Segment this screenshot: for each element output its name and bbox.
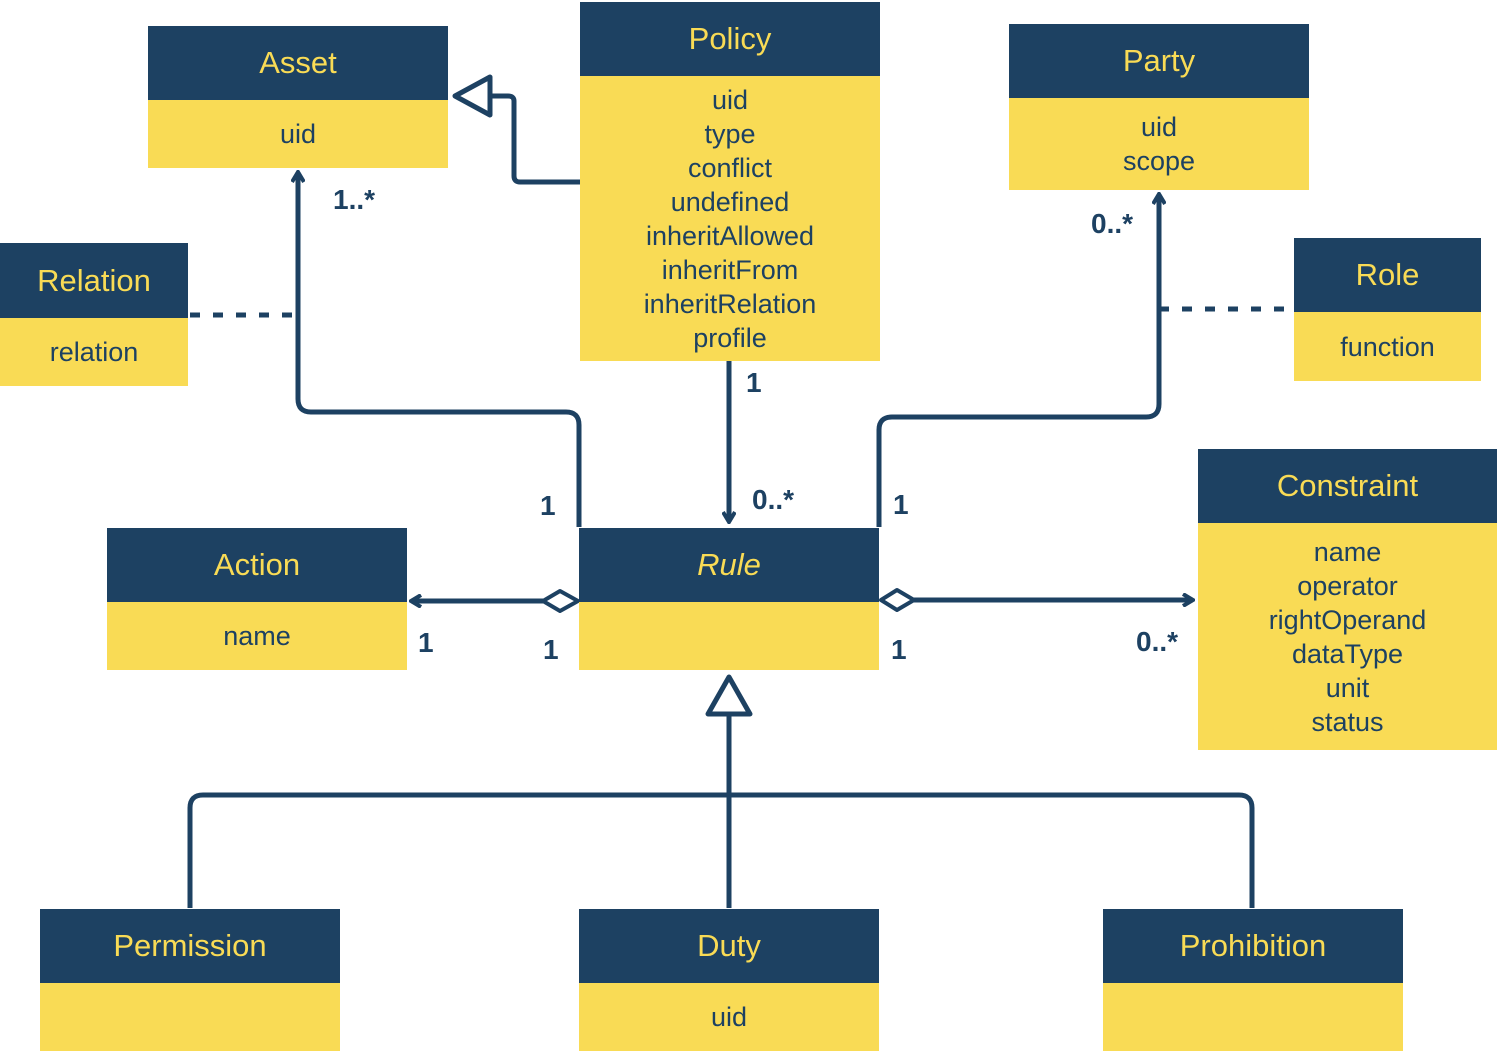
class-policy[interactable]: Policy uid type conflict undefined inher… <box>580 2 880 361</box>
rule-asset-association <box>298 172 582 527</box>
class-party-name: Party <box>1009 24 1309 98</box>
multiplicity-action-end: 1 <box>418 627 434 658</box>
class-asset-name: Asset <box>148 26 448 100</box>
class-role-attributes: function <box>1294 312 1481 381</box>
class-action[interactable]: Action name <box>107 528 407 670</box>
class-relation[interactable]: Relation relation <box>0 243 188 386</box>
class-prohibition[interactable]: Prohibition <box>1103 909 1403 1051</box>
class-permission[interactable]: Permission <box>40 909 340 1051</box>
class-duty-attributes: uid <box>579 983 879 1051</box>
rule-generalization-triangle <box>705 674 753 717</box>
attribute: uid <box>279 119 317 149</box>
attribute: rightOperand <box>1268 604 1427 635</box>
attribute: operator <box>1297 570 1398 601</box>
multiplicity-rule-asset-end: 1 <box>540 490 556 521</box>
multiplicity-rule-policy-end: 0..* <box>752 484 795 515</box>
class-relation-attributes: relation <box>0 318 188 386</box>
multiplicity-rule-constraint-end: 1 <box>891 634 907 665</box>
rule-action-diamond <box>541 589 580 613</box>
class-constraint[interactable]: Constraint name operator rightOperand da… <box>1198 449 1497 750</box>
attribute: uid <box>1140 112 1178 142</box>
attribute: conflict <box>687 152 773 183</box>
class-party[interactable]: Party uid scope <box>1009 24 1309 190</box>
class-constraint-name: Constraint <box>1198 449 1497 523</box>
multiplicity-policy-end: 1 <box>746 367 762 398</box>
attribute: profile <box>693 322 767 353</box>
attribute: inheritAllowed <box>645 220 815 251</box>
attribute: inheritFrom <box>661 254 799 285</box>
attribute: name <box>1313 536 1382 567</box>
rule-constraint-diamond <box>879 588 916 612</box>
multiplicity-rule-party-end: 1 <box>893 489 909 520</box>
policy-asset-generalization <box>490 93 580 185</box>
attribute: name <box>223 621 291 651</box>
class-constraint-attributes: name operator rightOperand dataType unit… <box>1198 523 1497 750</box>
attribute: function <box>1340 331 1435 362</box>
class-prohibition-name: Prohibition <box>1103 909 1403 983</box>
class-rule[interactable]: Rule <box>579 528 879 670</box>
class-asset[interactable]: Asset uid <box>148 26 448 168</box>
class-asset-attributes: uid <box>148 100 448 168</box>
class-action-attributes: name <box>107 602 407 670</box>
attribute: dataType <box>1291 638 1404 669</box>
rule-party-association <box>876 194 1159 527</box>
attribute: type <box>704 118 756 149</box>
class-role[interactable]: Role function <box>1294 238 1481 381</box>
attribute: relation <box>49 337 139 367</box>
class-duty-name: Duty <box>579 909 879 983</box>
class-rule-attributes <box>579 602 879 670</box>
attribute: undefined <box>670 186 790 217</box>
class-permission-attributes <box>40 983 340 1051</box>
attribute: status <box>1311 706 1384 737</box>
policy-asset-triangle <box>452 74 493 118</box>
class-permission-name: Permission <box>40 909 340 983</box>
class-relation-name: Relation <box>0 243 188 318</box>
attribute: uid <box>710 1002 748 1032</box>
class-party-attributes: uid scope <box>1009 98 1309 190</box>
class-duty[interactable]: Duty uid <box>579 909 879 1051</box>
rule-subclass-tree <box>187 792 1255 908</box>
multiplicity-asset-end: 1..* <box>333 184 376 215</box>
class-policy-name: Policy <box>580 2 880 76</box>
class-policy-attributes: uid type conflict undefined inheritAllow… <box>580 76 880 361</box>
multiplicity-party-end: 0..* <box>1091 208 1134 239</box>
multiplicity-constraint-end: 0..* <box>1136 626 1179 657</box>
attribute: unit <box>1325 672 1370 703</box>
attribute: inheritRelation <box>643 288 817 319</box>
class-prohibition-attributes <box>1103 983 1403 1051</box>
attribute: uid <box>711 84 749 115</box>
class-role-name: Role <box>1294 238 1481 312</box>
class-rule-name: Rule <box>579 528 879 602</box>
class-action-name: Action <box>107 528 407 602</box>
attribute: scope <box>1122 146 1196 176</box>
multiplicity-rule-action-end: 1 <box>543 634 559 665</box>
